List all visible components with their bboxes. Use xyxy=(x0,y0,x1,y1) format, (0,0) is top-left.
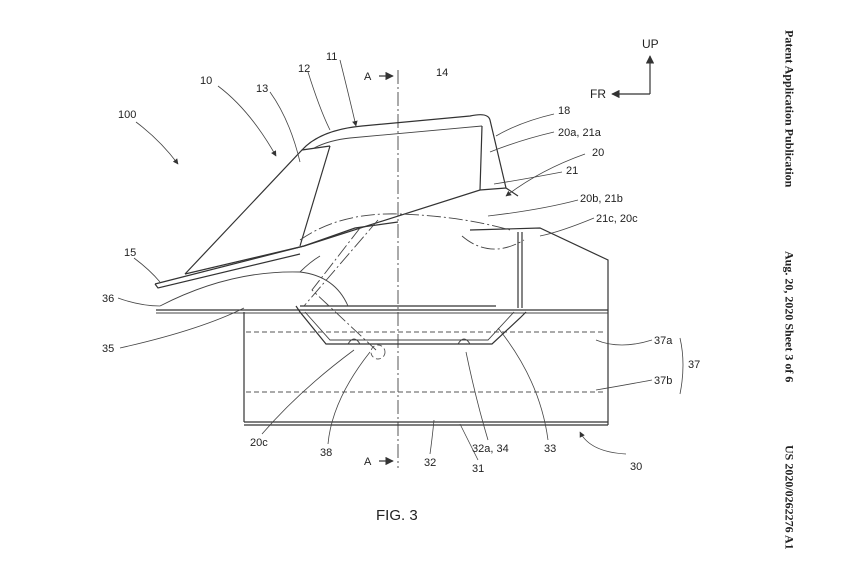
publication-type: Patent Application Publication xyxy=(782,30,797,188)
label-32: 32 xyxy=(424,457,436,469)
label-38: 38 xyxy=(320,447,332,459)
label-20: 20 xyxy=(592,147,604,159)
label-36: 36 xyxy=(102,293,114,305)
label-37: 37 xyxy=(688,359,700,371)
label-10: 10 xyxy=(200,75,212,87)
section-label-top: A xyxy=(364,71,372,83)
bracket-33 xyxy=(295,305,527,360)
label-15: 15 xyxy=(124,247,136,259)
label-33: 33 xyxy=(544,443,556,455)
patent-header: Patent Application Publication Aug. 20, … xyxy=(778,30,800,550)
direction-front-label: FR xyxy=(590,87,606,101)
lower-frame-30 xyxy=(156,309,609,426)
label-21c-20c: 21c, 20c xyxy=(596,213,638,225)
publication-number: US 2020/0262276 A1 xyxy=(782,445,797,550)
label-31: 31 xyxy=(472,463,484,475)
label-13: 13 xyxy=(256,83,268,95)
label-35: 35 xyxy=(102,343,114,355)
label-20c: 20c xyxy=(250,437,268,449)
upper-body-10 xyxy=(154,114,609,351)
label-21: 21 xyxy=(566,165,578,177)
section-label-bottom: A xyxy=(364,456,372,468)
label-37b: 37b xyxy=(654,375,672,387)
label-12: 12 xyxy=(298,63,310,75)
publication-date-sheet: Aug. 20, 2020 Sheet 3 of 6 xyxy=(782,250,797,382)
label-37a: 37a xyxy=(654,335,673,347)
label-20a-21a: 20a, 21a xyxy=(558,127,602,139)
label-18: 18 xyxy=(558,105,570,117)
label-20b-21b: 20b, 21b xyxy=(580,193,623,205)
label-30: 30 xyxy=(630,461,642,473)
leader-lines xyxy=(117,59,684,461)
reference-numerals: 100 10 13 12 11 14 18 20a, 21a 20 21 20b… xyxy=(102,51,700,475)
label-14: 14 xyxy=(436,67,448,79)
label-32a-34: 32a, 34 xyxy=(472,443,509,455)
figure-caption: FIG. 3 xyxy=(376,507,418,524)
section-line-a-a: A A xyxy=(364,70,399,468)
direction-up-label: UP xyxy=(642,37,659,51)
direction-indicator: UP FR xyxy=(590,37,659,101)
label-11: 11 xyxy=(326,51,337,63)
label-100: 100 xyxy=(118,109,136,121)
